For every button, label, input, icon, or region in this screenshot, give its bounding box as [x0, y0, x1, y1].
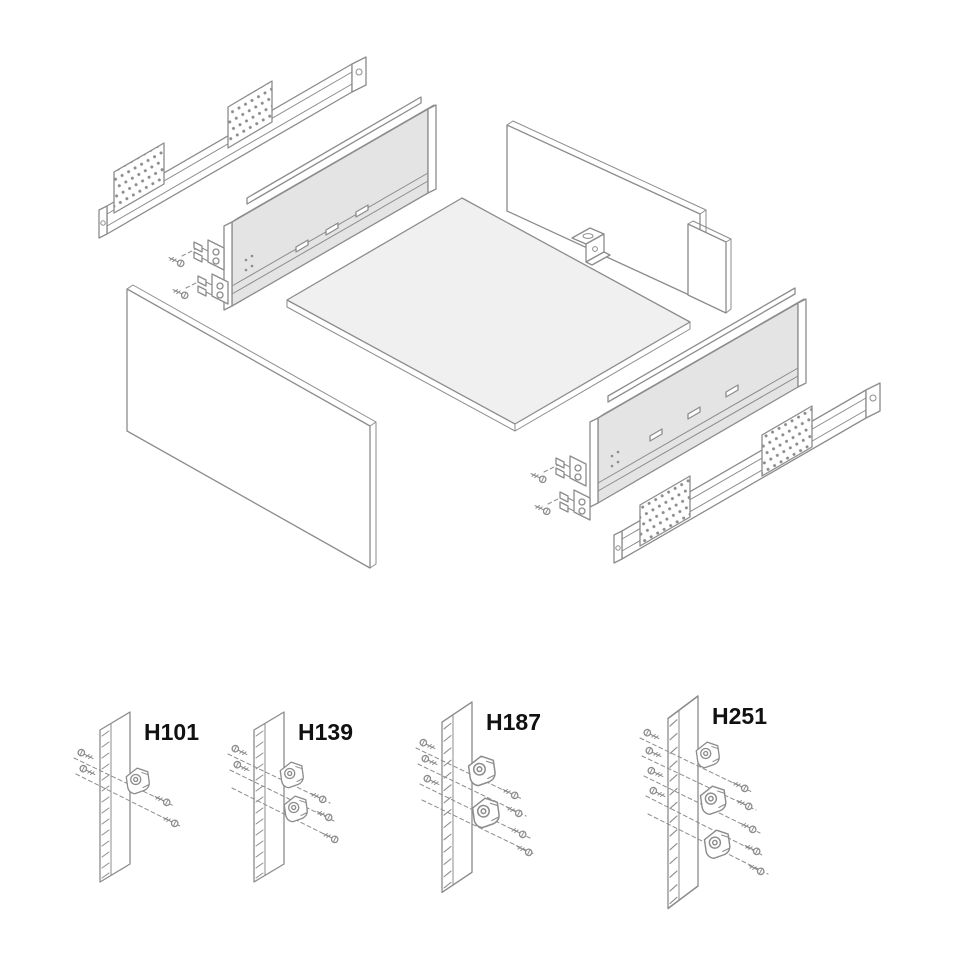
screw-icon	[422, 773, 442, 789]
drawer-slide-right	[613, 382, 881, 564]
mounting-plate-perforated	[113, 142, 165, 214]
gallery-rail-right	[607, 287, 796, 403]
screw-icon	[738, 819, 758, 835]
screw-icon	[514, 842, 534, 858]
drawer-side-panel-right	[589, 298, 807, 508]
screw-icon	[528, 470, 548, 485]
screw-icon	[532, 502, 552, 517]
front-bracket	[193, 239, 225, 271]
front-bracket	[559, 489, 591, 521]
mounting-plate-perforated	[227, 80, 273, 149]
hole-pattern	[244, 254, 254, 272]
hole-pattern	[610, 450, 620, 468]
screw-icon	[76, 747, 96, 763]
bracket-height-variants: H101 H139 H187	[73, 695, 769, 910]
screw-icon	[78, 763, 98, 779]
exploded-assembly-view	[98, 56, 881, 569]
screw-icon	[166, 254, 186, 269]
mounting-plate-perforated	[639, 475, 691, 547]
front-panel-board	[99, 711, 131, 883]
screw-icon	[160, 813, 180, 829]
screw-icon	[152, 792, 172, 808]
screw-icon	[232, 759, 252, 775]
screw-icon	[420, 753, 440, 769]
cabinet-side-panel-right	[687, 220, 732, 314]
drawer-bottom-panel	[286, 197, 691, 432]
screw-icon	[500, 785, 520, 801]
screw-icon	[418, 737, 438, 753]
screw-icon	[644, 745, 664, 761]
back-fixing-bracket	[571, 227, 611, 266]
screw-icon	[648, 785, 668, 801]
screw-icon	[508, 824, 528, 840]
front-fixing-bracket	[470, 795, 502, 830]
screw-icon	[642, 727, 662, 743]
front-panel-board	[667, 695, 699, 910]
screw-icon	[730, 778, 750, 794]
screw-icon	[646, 765, 666, 781]
front-fixing-bracket	[694, 740, 722, 770]
screw-icon	[314, 807, 334, 823]
front-fixing-bracket	[282, 794, 310, 824]
variant-h187: H187	[415, 701, 541, 894]
front-fixing-bracket	[698, 783, 728, 816]
variant-label-h101: H101	[144, 719, 199, 745]
front-fixing-bracket	[702, 827, 732, 860]
variant-h139: H139	[227, 711, 353, 883]
drawer-slide-left	[98, 56, 367, 239]
variant-label-h139: H139	[298, 719, 353, 745]
cabinet-side-panel-left	[126, 284, 377, 569]
screw-icon	[742, 841, 762, 857]
front-panel-board	[253, 711, 285, 883]
variant-label-h187: H187	[486, 709, 541, 735]
mounting-plate-perforated	[761, 405, 813, 477]
drawer-side-panel-left	[223, 104, 437, 311]
screw-icon	[170, 286, 190, 301]
screw-icon	[230, 743, 250, 759]
screw-icon	[504, 803, 524, 819]
screw-icon	[734, 796, 754, 812]
front-bracket	[555, 455, 587, 487]
variant-h101: H101	[73, 711, 199, 883]
screw-icon	[308, 789, 328, 805]
front-brackets-left	[166, 239, 229, 305]
front-brackets-right	[528, 455, 591, 521]
screw-icon	[320, 829, 340, 845]
gallery-rail-left	[246, 96, 422, 205]
variant-h251: H251	[639, 695, 769, 910]
variant-label-h251: H251	[712, 703, 767, 729]
